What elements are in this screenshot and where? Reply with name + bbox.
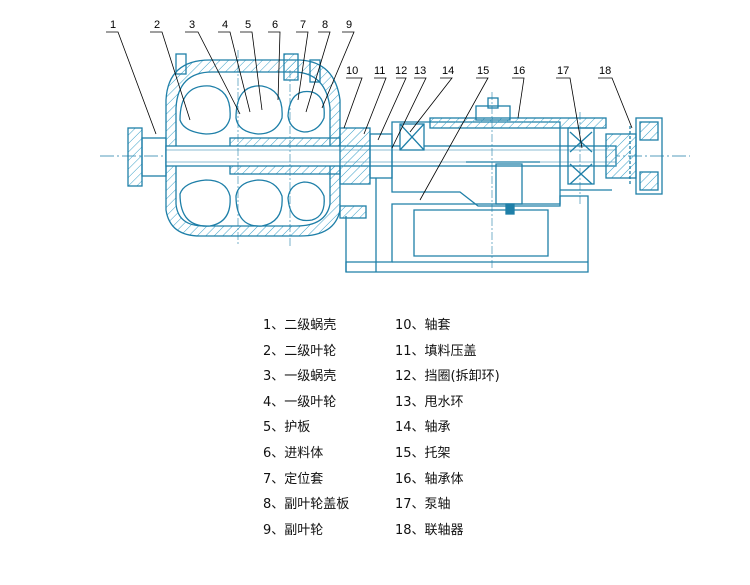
legend-item-5: 5、护板 — [263, 420, 311, 436]
pump-cross-section-diagram: 1 2 3 4 5 6 7 8 9 10 11 12 13 14 15 16 1… — [100, 19, 690, 273]
gland-assembly — [339, 127, 393, 272]
coupling — [605, 117, 663, 195]
callout-numbers: 1 2 3 4 5 6 7 8 9 10 11 12 13 14 15 16 1… — [110, 19, 611, 77]
callout-4: 4 — [222, 19, 228, 31]
callout-12: 12 — [395, 65, 407, 77]
pump-shaft — [165, 145, 617, 167]
callout-17: 17 — [557, 65, 569, 77]
callout-1: 1 — [110, 19, 116, 31]
parts-legend-left: 1、二级蜗壳 2、二级叶轮 3、一级蜗壳 4、一级叶轮 5、护板 6、进料体 7… — [263, 319, 349, 549]
legend-item-1: 1、二级蜗壳 — [263, 318, 337, 333]
legend-item-15: 15、托架 — [395, 445, 451, 461]
callout-14: 14 — [442, 65, 454, 77]
callout-7: 7 — [300, 19, 306, 31]
callout-5: 5 — [245, 19, 251, 31]
legend-item-13: 13、甩水环 — [395, 394, 464, 410]
bearing-bracket — [345, 97, 612, 273]
callout-13: 13 — [414, 65, 426, 77]
legend-item-6: 6、进料体 — [263, 445, 324, 461]
legend-item-3: 3、一级蜗壳 — [263, 369, 337, 385]
callout-3: 3 — [189, 19, 195, 31]
legend-item-16: 16、轴承体 — [395, 471, 464, 487]
legend-item-12: 12、挡圈(拆卸环) — [395, 369, 500, 385]
callout-18: 18 — [599, 65, 611, 77]
callout-9: 9 — [346, 19, 352, 31]
parts-legend-right: 10、轴套 11、填料压盖 12、挡圈(拆卸环) 13、甩水环 14、轴承 15… — [395, 319, 500, 549]
legend-item-7: 7、定位套 — [263, 471, 324, 487]
legend-item-11: 11、填料压盖 — [395, 343, 477, 359]
leader-lines — [106, 31, 633, 201]
legend-item-17: 17、泵轴 — [395, 497, 451, 513]
legend-item-18: 18、联轴器 — [395, 522, 464, 538]
legend-item-8: 8、副叶轮盖板 — [263, 497, 350, 513]
legend-item-14: 14、轴承 — [395, 420, 451, 436]
legend-item-10: 10、轴套 — [395, 318, 451, 333]
callout-2: 2 — [154, 19, 160, 31]
legend-item-9: 9、副叶轮 — [263, 522, 324, 538]
pump-casing — [127, 53, 341, 237]
legend-item-4: 4、一级叶轮 — [263, 394, 337, 410]
callout-8: 8 — [322, 19, 328, 31]
callout-11: 11 — [374, 65, 385, 77]
section-centerlines — [237, 50, 581, 268]
callout-6: 6 — [272, 19, 278, 31]
callout-10: 10 — [346, 65, 358, 77]
callout-16: 16 — [513, 65, 525, 77]
callout-15: 15 — [477, 65, 489, 77]
legend-item-2: 2、二级叶轮 — [263, 343, 337, 359]
